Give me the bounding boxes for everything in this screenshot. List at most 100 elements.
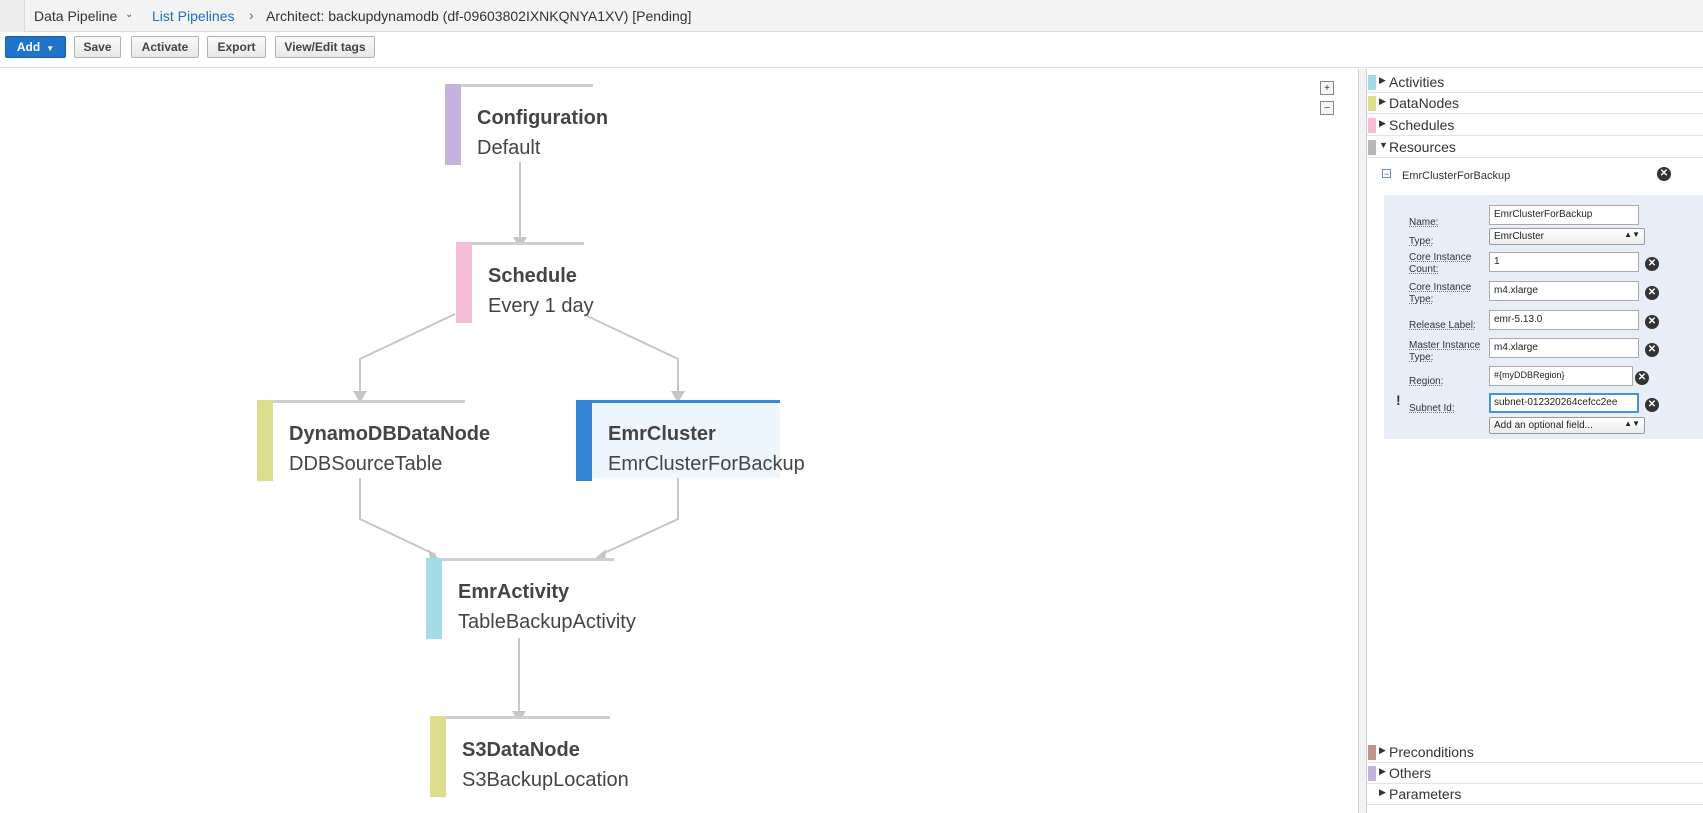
core-instance-count-field[interactable]: 1 [1489, 252, 1639, 272]
section-resources[interactable]: ▼ Resources [1367, 137, 1703, 158]
object-panel: ▶ Activities ▶ DataNodes ▶ Schedules ▼ R… [1367, 69, 1703, 813]
field-label-master-instance-type: Master Instance Type: [1409, 340, 1481, 363]
remove-field-icon[interactable]: ✕ [1645, 343, 1659, 357]
zoom-in-icon[interactable]: + [1320, 81, 1334, 95]
remove-field-icon[interactable]: ✕ [1635, 371, 1649, 385]
type-select[interactable]: EmrCluster ▲▼ [1489, 228, 1645, 245]
edge-dynamodb-emractivity [359, 478, 437, 556]
node-title: EmrActivity [458, 581, 570, 603]
node-title: EmrCluster [608, 423, 716, 445]
type-select-value: EmrCluster [1494, 231, 1545, 242]
node-dynamodb-datanode[interactable]: DynamoDBDataNode DDBSourceTable [257, 400, 490, 481]
node-color-bar [426, 558, 442, 639]
section-color-swatch [1368, 787, 1376, 802]
remove-field-icon[interactable]: ✕ [1645, 257, 1659, 271]
select-arrows-icon: ▲▼ [1624, 419, 1640, 428]
arrow-head [353, 391, 367, 403]
field-label-type: Type: [1409, 236, 1434, 247]
section-color-swatch [1368, 766, 1376, 781]
activate-button[interactable]: Activate [131, 36, 199, 58]
toolbar: Add ▼ Save Activate Export View/Edit tags [0, 33, 1703, 68]
arrow-head [671, 391, 685, 403]
node-s3datanode[interactable]: S3DataNode S3BackupLocation [430, 716, 629, 797]
node-title: Schedule [488, 265, 577, 287]
node-emrcluster[interactable]: EmrCluster EmrClusterForBackup [576, 400, 805, 481]
remove-field-icon[interactable]: ✕ [1645, 398, 1659, 412]
add-optional-field-select[interactable]: Add an optional field... ▲▼ [1489, 417, 1645, 434]
release-label-field[interactable]: emr-5.13.0 [1489, 310, 1639, 330]
triangle-right-icon: ▶ [1379, 745, 1386, 755]
chevron-down-icon[interactable]: ⌄ [125, 9, 134, 20]
resource-name[interactable]: EmrClusterForBackup [1402, 170, 1511, 182]
section-label: Schedules [1389, 117, 1455, 133]
section-label: Others [1389, 765, 1432, 781]
section-label: DataNodes [1389, 95, 1460, 111]
section-datanodes[interactable]: ▶ DataNodes [1367, 93, 1703, 114]
edge-schedule-dynamodb [359, 313, 456, 391]
remove-field-icon[interactable]: ✕ [1645, 315, 1659, 329]
zoom-out-icon[interactable]: − [1320, 101, 1334, 115]
name-field[interactable]: EmrClusterForBackup [1489, 205, 1639, 225]
node-subtitle: EmrClusterForBackup [608, 453, 805, 475]
section-schedules[interactable]: ▶ Schedules [1367, 115, 1703, 136]
save-button[interactable]: Save [74, 36, 121, 58]
triangle-down-icon: ▼ [1379, 140, 1388, 150]
collapse-icon[interactable]: − [1382, 169, 1391, 179]
section-others[interactable]: ▶ Others [1367, 763, 1703, 784]
view-edit-tags-button[interactable]: View/Edit tags [275, 36, 375, 58]
section-label: Preconditions [1389, 744, 1474, 760]
field-label-core-instance-type: Core Instance Type: [1409, 282, 1472, 305]
pipeline-canvas[interactable]: Configuration Default Schedule Every 1 d… [0, 69, 1358, 813]
field-label-name: Name: [1409, 217, 1439, 228]
triangle-right-icon: ▶ [1379, 787, 1386, 797]
node-title: DynamoDBDataNode [289, 423, 491, 445]
node-color-bar [576, 400, 592, 481]
core-instance-type-field[interactable]: m4.xlarge [1489, 281, 1639, 301]
breadcrumb: Data Pipeline ⌄ List Pipelines › Archite… [0, 0, 1703, 32]
node-subtitle: S3BackupLocation [462, 769, 629, 791]
master-instance-type-field[interactable]: m4.xlarge [1489, 338, 1639, 358]
section-color-swatch [1368, 75, 1376, 90]
node-subtitle: Default [477, 137, 541, 159]
breadcrumb-list-pipelines-link[interactable]: List Pipelines [152, 8, 235, 24]
delete-resource-icon[interactable]: ✕ [1657, 167, 1671, 181]
edge-emrcluster-emractivity [599, 478, 679, 556]
add-optional-field-label: Add an optional field... [1494, 420, 1593, 431]
section-preconditions[interactable]: ▶ Preconditions [1367, 742, 1703, 763]
panel-splitter[interactable] [1358, 69, 1367, 813]
node-emractivity[interactable]: EmrActivity TableBackupActivity [426, 558, 636, 639]
node-configuration[interactable]: Configuration Default [445, 84, 608, 165]
resource-header: − EmrClusterForBackup ✕ [1367, 167, 1703, 189]
breadcrumb-separator: › [249, 7, 254, 23]
warning-icon: ! [1396, 392, 1401, 408]
triangle-right-icon: ▶ [1379, 766, 1386, 776]
select-arrows-icon: ▲▼ [1624, 230, 1640, 239]
node-title: S3DataNode [462, 739, 580, 761]
export-button[interactable]: Export [207, 36, 266, 58]
node-color-bar [456, 242, 472, 323]
node-subtitle: TableBackupActivity [458, 611, 636, 633]
remove-field-icon[interactable]: ✕ [1645, 286, 1659, 300]
resource-form: Name: EmrClusterForBackup Type: EmrClust… [1384, 195, 1703, 439]
section-label: Resources [1389, 139, 1456, 155]
node-schedule[interactable]: Schedule Every 1 day [456, 242, 594, 323]
page-title: Architect: backupdynamodb (df-09603802IX… [266, 8, 692, 24]
triangle-right-icon: ▶ [1379, 75, 1386, 85]
section-parameters[interactable]: ▶ Parameters [1367, 784, 1703, 805]
subnet-id-field[interactable]: subnet-012320264cefcc2ee [1489, 393, 1639, 413]
edge-schedule-emrcluster [582, 313, 679, 391]
section-color-swatch [1368, 118, 1376, 133]
node-title: Configuration [477, 107, 609, 129]
triangle-right-icon: ▶ [1379, 96, 1386, 106]
chevron-down-icon: ▼ [46, 44, 55, 53]
section-color-swatch [1368, 96, 1376, 111]
add-button-label: Add [16, 40, 41, 54]
field-label-subnet-id: Subnet Id: [1409, 403, 1455, 414]
section-activities[interactable]: ▶ Activities [1367, 72, 1703, 93]
add-button[interactable]: Add ▼ [5, 36, 66, 58]
sidebar-toggle[interactable] [0, 0, 25, 32]
node-color-bar [430, 716, 446, 797]
field-label-release-label: Release Label: [1409, 320, 1476, 331]
region-field[interactable]: #{myDDBRegion} [1489, 366, 1633, 386]
breadcrumb-service[interactable]: Data Pipeline [34, 8, 118, 24]
